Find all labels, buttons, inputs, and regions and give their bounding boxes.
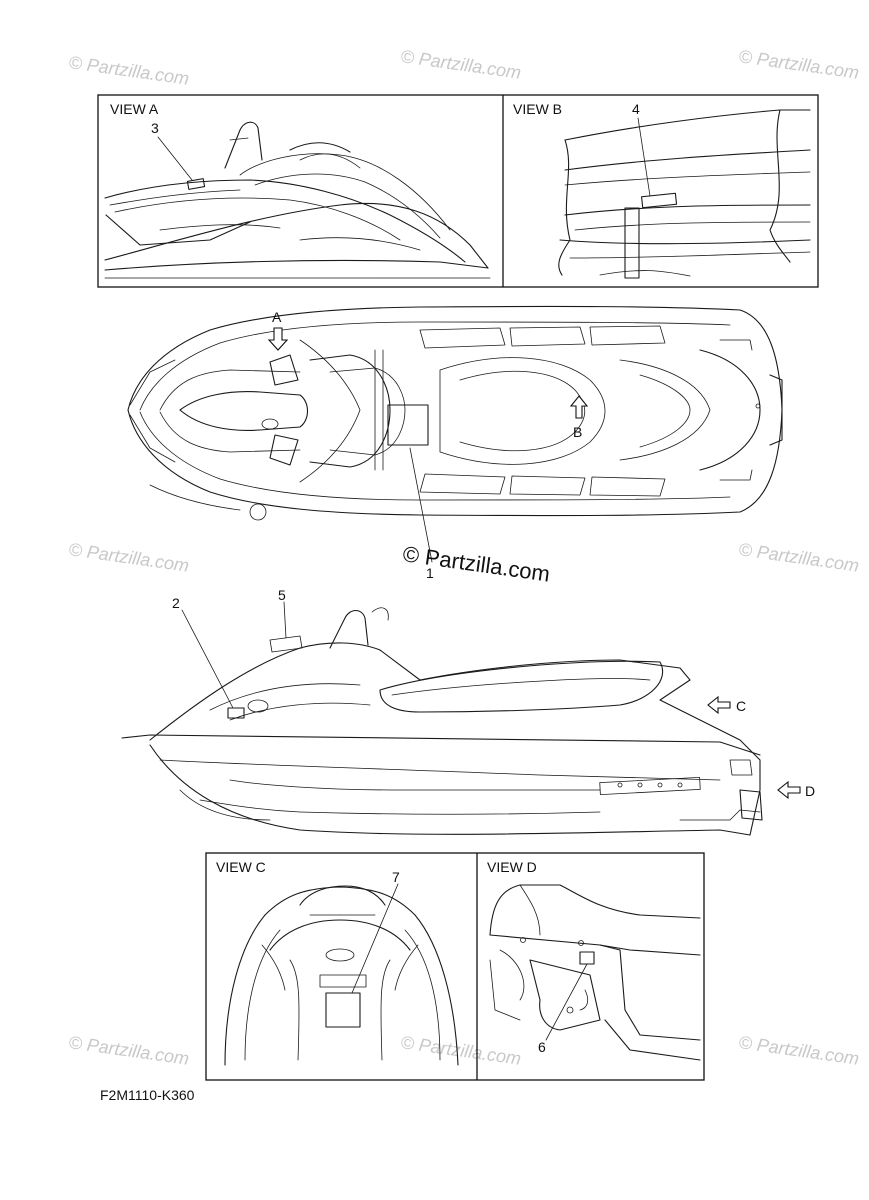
callout-3: 3 xyxy=(151,120,159,136)
arrow-c-letter: C xyxy=(736,698,746,714)
watermark-top-left: © Partzilla.com xyxy=(67,52,190,89)
side-view-drawing: 2 5 C D xyxy=(121,587,815,836)
callout-1: 1 xyxy=(426,565,434,581)
arrow-a-icon xyxy=(267,327,289,351)
view-a-label: VIEW A xyxy=(110,101,159,117)
callout-4: 4 xyxy=(632,101,640,117)
top-view-drawing: A B 1 xyxy=(127,305,783,581)
view-b-drawing: 4 xyxy=(558,101,811,279)
arrow-b-letter: B xyxy=(573,424,582,440)
arrow-d-icon xyxy=(777,780,801,800)
watermark-bottom-center: © Partzilla.com xyxy=(399,1032,522,1069)
callout-6: 6 xyxy=(538,1039,546,1055)
top-views-frame xyxy=(97,94,819,288)
watermark-mid-right: © Partzilla.com xyxy=(737,539,860,576)
view-a-drawing: 3 xyxy=(104,120,491,279)
view-c-drawing: 7 xyxy=(224,869,459,1066)
callout-2: 2 xyxy=(172,595,180,611)
view-d-drawing: 6 xyxy=(489,884,701,1061)
watermark-center: © Partzilla.com xyxy=(401,541,551,586)
callout-5: 5 xyxy=(278,587,286,603)
watermark-bottom-left: © Partzilla.com xyxy=(67,1032,190,1069)
view-d-label: VIEW D xyxy=(487,859,537,875)
callout-7: 7 xyxy=(392,869,400,885)
watermark-bottom-right: © Partzilla.com xyxy=(737,1032,860,1069)
watermark-top-right: © Partzilla.com xyxy=(737,46,860,83)
watermark-top-center: © Partzilla.com xyxy=(399,46,522,83)
arrow-a-letter: A xyxy=(272,309,282,325)
part-code: F2M1110-K360 xyxy=(100,1087,195,1103)
view-b-label: VIEW B xyxy=(513,101,562,117)
bottom-views-frame xyxy=(205,852,705,1081)
view-c-label: VIEW C xyxy=(216,859,266,875)
arrow-b-icon xyxy=(569,395,589,419)
arrow-d-letter: D xyxy=(805,783,815,799)
watermark-mid-left: © Partzilla.com xyxy=(67,539,190,576)
arrow-c-icon xyxy=(707,695,731,715)
